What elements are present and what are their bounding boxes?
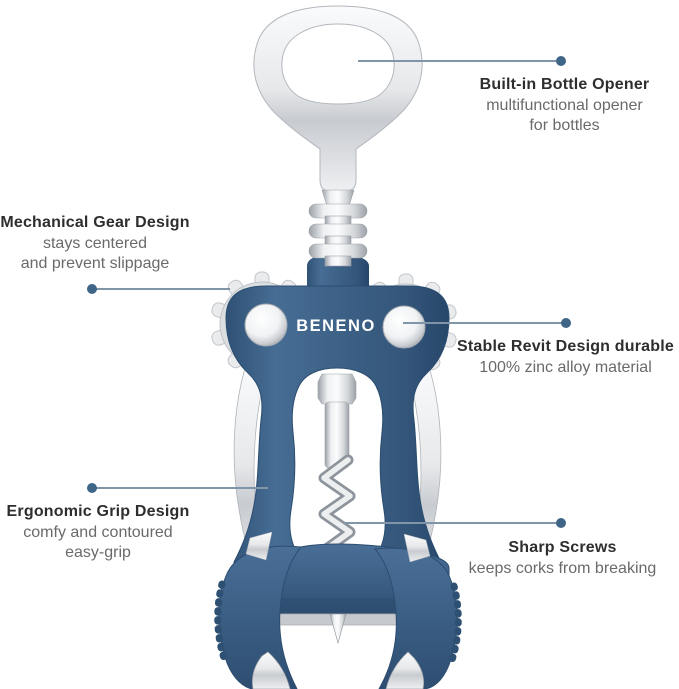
- callout-title: Built-in Bottle Opener: [479, 76, 650, 93]
- pivot-screw-right: [382, 305, 426, 349]
- wing-tip-left: [245, 531, 273, 561]
- callout-title: Sharp Screws: [508, 539, 617, 556]
- callout-line: easy-grip: [65, 544, 131, 561]
- callout-line: comfy and contoured: [23, 524, 173, 541]
- callout-line: stays centered: [42, 235, 148, 252]
- callout-title: Stable Revit Design durable: [456, 338, 674, 355]
- callout-line: for bottles: [529, 117, 600, 134]
- callout-title: Ergonomic Grip Design: [6, 503, 190, 520]
- foot-left: [252, 651, 291, 689]
- leader-dot: [556, 518, 566, 528]
- bottle-opener-handle: [253, 5, 423, 192]
- callout-line: and prevent slippage: [20, 255, 170, 272]
- wing-tip-right: [403, 533, 431, 563]
- pivot-screw-left: [244, 303, 288, 347]
- leader-dot: [561, 318, 571, 328]
- leader-dot: [87, 284, 97, 294]
- brand-logo: BENENO: [296, 317, 376, 335]
- callout-gear: Mechanical Gear Design stays centered an…: [0, 213, 190, 273]
- threaded-shaft: [308, 189, 368, 267]
- callout-line: keeps corks from breaking: [468, 560, 657, 577]
- grip-texture-left: [214, 580, 228, 662]
- leader-revit: [403, 318, 571, 328]
- callout-screws: Sharp Screws keeps corks from breaking: [455, 538, 670, 578]
- callout-line: multifunctional opener: [486, 97, 643, 114]
- callout-grip: Ergonomic Grip Design comfy and contoure…: [2, 502, 194, 562]
- leader-dot: [87, 483, 97, 493]
- leader-bottle-opener: [358, 56, 566, 66]
- bottom-grip: [214, 531, 462, 689]
- worm-tip: [329, 613, 347, 645]
- leader-grip: [87, 483, 268, 493]
- callout-revit: Stable Revit Design durable 100% zinc al…: [452, 337, 679, 377]
- grip-leg-right: [374, 547, 458, 689]
- grip-texture-right: [448, 582, 462, 664]
- callout-line: 100% zinc alloy material: [479, 359, 652, 376]
- foot-right: [385, 651, 424, 689]
- corkscrew-hex-joint: [317, 373, 357, 405]
- leader-dot: [556, 56, 566, 66]
- leader-screws: [345, 518, 566, 528]
- grip-leg-left: [218, 545, 302, 689]
- body-cap: [307, 254, 369, 294]
- callout-bottle-opener: Built-in Bottle Opener multifunctional o…: [452, 75, 677, 135]
- leader-gear: [87, 284, 230, 294]
- callout-title: Mechanical Gear Design: [0, 214, 190, 231]
